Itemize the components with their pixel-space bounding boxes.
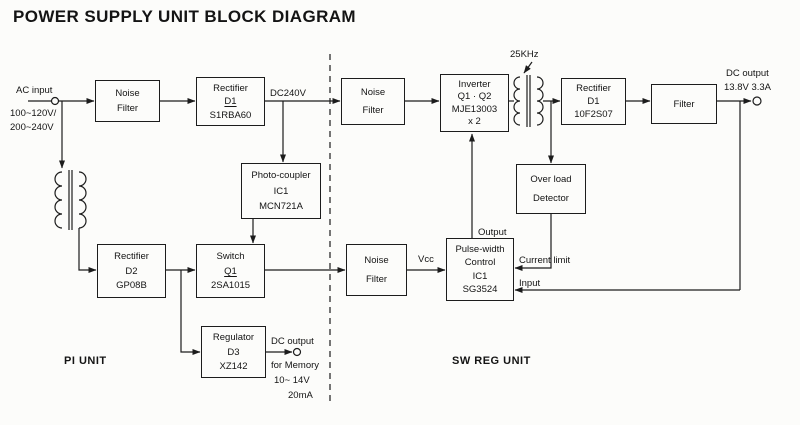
block-text: Detector (533, 192, 569, 204)
block-text: MCN721A (259, 200, 303, 212)
block-text: Control (464, 257, 496, 269)
block-text: Filter (362, 104, 384, 116)
block-regulator-d3: Regulator D3 XZ142 (201, 326, 266, 378)
label-ac-input: AC input (16, 85, 53, 96)
block-text: Inverter (458, 78, 491, 90)
block-text: Noise (364, 255, 389, 266)
block-text: Filter (116, 103, 139, 115)
block-text: MJE13003 (451, 103, 498, 115)
block-noise-filter-dc: Noise Filter (341, 78, 405, 125)
block-text: Filter (365, 274, 388, 285)
block-text: Regulator (212, 332, 255, 344)
label-memory-dc-output: DC output (271, 336, 314, 347)
block-text: D2 (125, 265, 138, 277)
label-for-memory: for Memory (271, 360, 320, 371)
block-text: 10F2S07 (574, 109, 613, 120)
page-title: POWER SUPPLY UNIT BLOCK DIAGRAM (13, 7, 356, 26)
block-noise-filter-vcc: Noise Filter (346, 244, 407, 296)
mains-transformer-icon (54, 170, 87, 230)
wire-current-limit (514, 214, 552, 271)
label-dc240v: DC240V (270, 88, 306, 99)
block-text: Rectifier (114, 250, 149, 262)
block-text: Filter (673, 98, 695, 110)
block-text: Rectifier (213, 82, 248, 94)
label-memory-current: 20mA (288, 390, 313, 401)
label-ac-range-1: 100~120V/ (10, 108, 57, 119)
label-ac-range-2: 200~240V (10, 122, 54, 133)
block-text: Over load (530, 174, 572, 186)
block-text: IC1 (472, 270, 488, 282)
block-rectifier-d2: Rectifier D2 GP08B (97, 244, 166, 298)
freq-pointer-arrow (523, 61, 533, 74)
block-text: Q1 (224, 265, 237, 277)
block-text: Noise (115, 87, 140, 99)
block-switch-q1: Switch Q1 2SA1015 (196, 244, 265, 298)
block-inverter: Inverter Q1 · Q2 MJE13003 x 2 (440, 74, 509, 132)
ac-input-terminal (50, 96, 60, 106)
block-text: Noise (360, 87, 386, 99)
memory-output-terminal (292, 347, 302, 357)
label-memory-voltage: 10~ 14V (274, 375, 310, 386)
section-label-pi-unit: PI UNIT (64, 355, 107, 367)
block-rectifier-d1: Rectifier D1 S1RBA60 (196, 77, 265, 126)
block-text: Pulse-width (455, 243, 505, 255)
label-input: Input (519, 278, 541, 289)
block-text: D1 (224, 96, 237, 107)
label-25khz: 25KHz (510, 49, 539, 60)
block-text: SG3524 (462, 284, 498, 296)
hf-transformer-icon (513, 75, 544, 127)
label-output: Output (478, 227, 507, 238)
block-rectifier-output: Rectifier D1 10F2S07 (561, 78, 626, 125)
label-current-limit: Current limit (519, 255, 571, 266)
block-text: Rectifier (576, 83, 611, 94)
label-vcc: Vcc (418, 254, 434, 265)
block-text: S1RBA60 (209, 109, 252, 121)
block-photo-coupler: Photo-coupler IC1 MCN721A (241, 163, 321, 219)
block-text: Switch (216, 250, 245, 262)
section-label-sw-reg-unit: SW REG UNIT (452, 355, 531, 367)
block-text: Photo-coupler (251, 170, 311, 182)
label-dc-output: DC output (726, 68, 769, 79)
block-overload-detector: Over load Detector (516, 164, 586, 214)
block-pwm-control: Pulse-width Control IC1 SG3524 (446, 238, 514, 301)
block-text: XZ142 (219, 360, 248, 372)
block-text: x 2 (468, 116, 481, 128)
block-text: D3 (227, 346, 240, 358)
block-text: D1 (587, 96, 600, 107)
block-output-filter: Filter (651, 84, 717, 124)
block-noise-filter-ac: Noise Filter (95, 80, 160, 122)
wire-transformer-to-rectifier2 (78, 228, 97, 273)
block-text: 2SA1015 (210, 280, 251, 292)
wire-to-regulator (180, 270, 201, 355)
block-text: IC1 (273, 185, 289, 197)
block-text: GP08B (116, 280, 147, 292)
label-dc-output-spec: 13.8V 3.3A (724, 82, 772, 93)
dc-output-terminal (752, 96, 762, 106)
block-text: Q1 · Q2 (457, 91, 492, 103)
